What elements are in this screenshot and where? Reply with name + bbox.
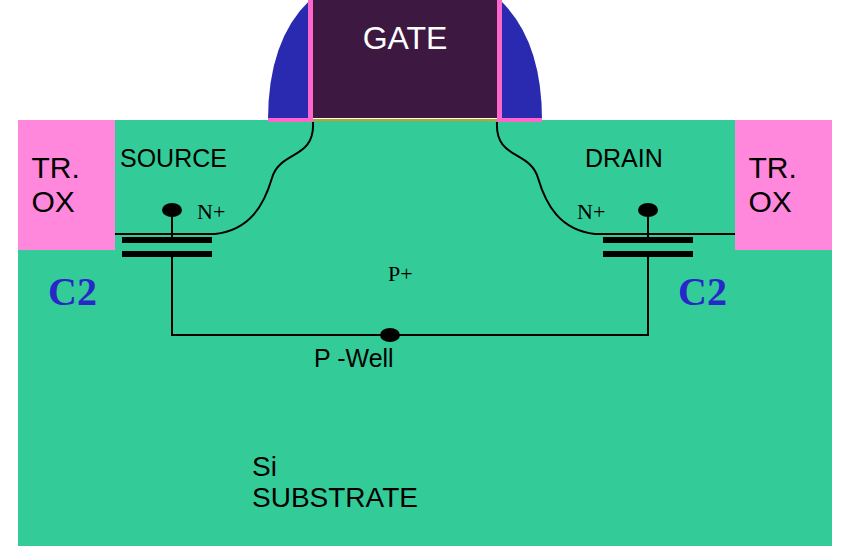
capacitor-plates <box>122 240 693 254</box>
capacitor-label: C2 <box>48 270 97 314</box>
doping-label: N+ <box>577 200 605 224</box>
doping-label: P+ <box>388 262 413 286</box>
spacer <box>268 0 310 120</box>
node-text: GATE <box>363 20 448 57</box>
trench-oxide: TR. OX <box>735 120 832 250</box>
spacer <box>500 0 542 120</box>
gate-oxide <box>313 119 497 121</box>
substrate-label: Si SUBSTRATE <box>252 452 427 514</box>
trench-oxide: TR. OX <box>18 120 115 250</box>
doping-label: N+ <box>197 200 225 224</box>
liner <box>497 118 542 122</box>
capacitor-wiring <box>172 210 648 335</box>
liner <box>268 118 313 122</box>
substrate <box>18 250 832 546</box>
active-area <box>115 120 735 250</box>
source-label: SOURCE <box>120 145 227 173</box>
node-text: TR. OX <box>749 151 819 220</box>
drain-junction <box>497 122 735 234</box>
liner <box>497 0 502 122</box>
well-label: P -Well <box>312 345 396 373</box>
capacitor-label: C2 <box>678 270 727 314</box>
source-junction <box>115 122 313 234</box>
drain-label: DRAIN <box>585 145 663 173</box>
gate-box: GATE <box>313 0 497 118</box>
node-text: TR. OX <box>32 151 102 220</box>
